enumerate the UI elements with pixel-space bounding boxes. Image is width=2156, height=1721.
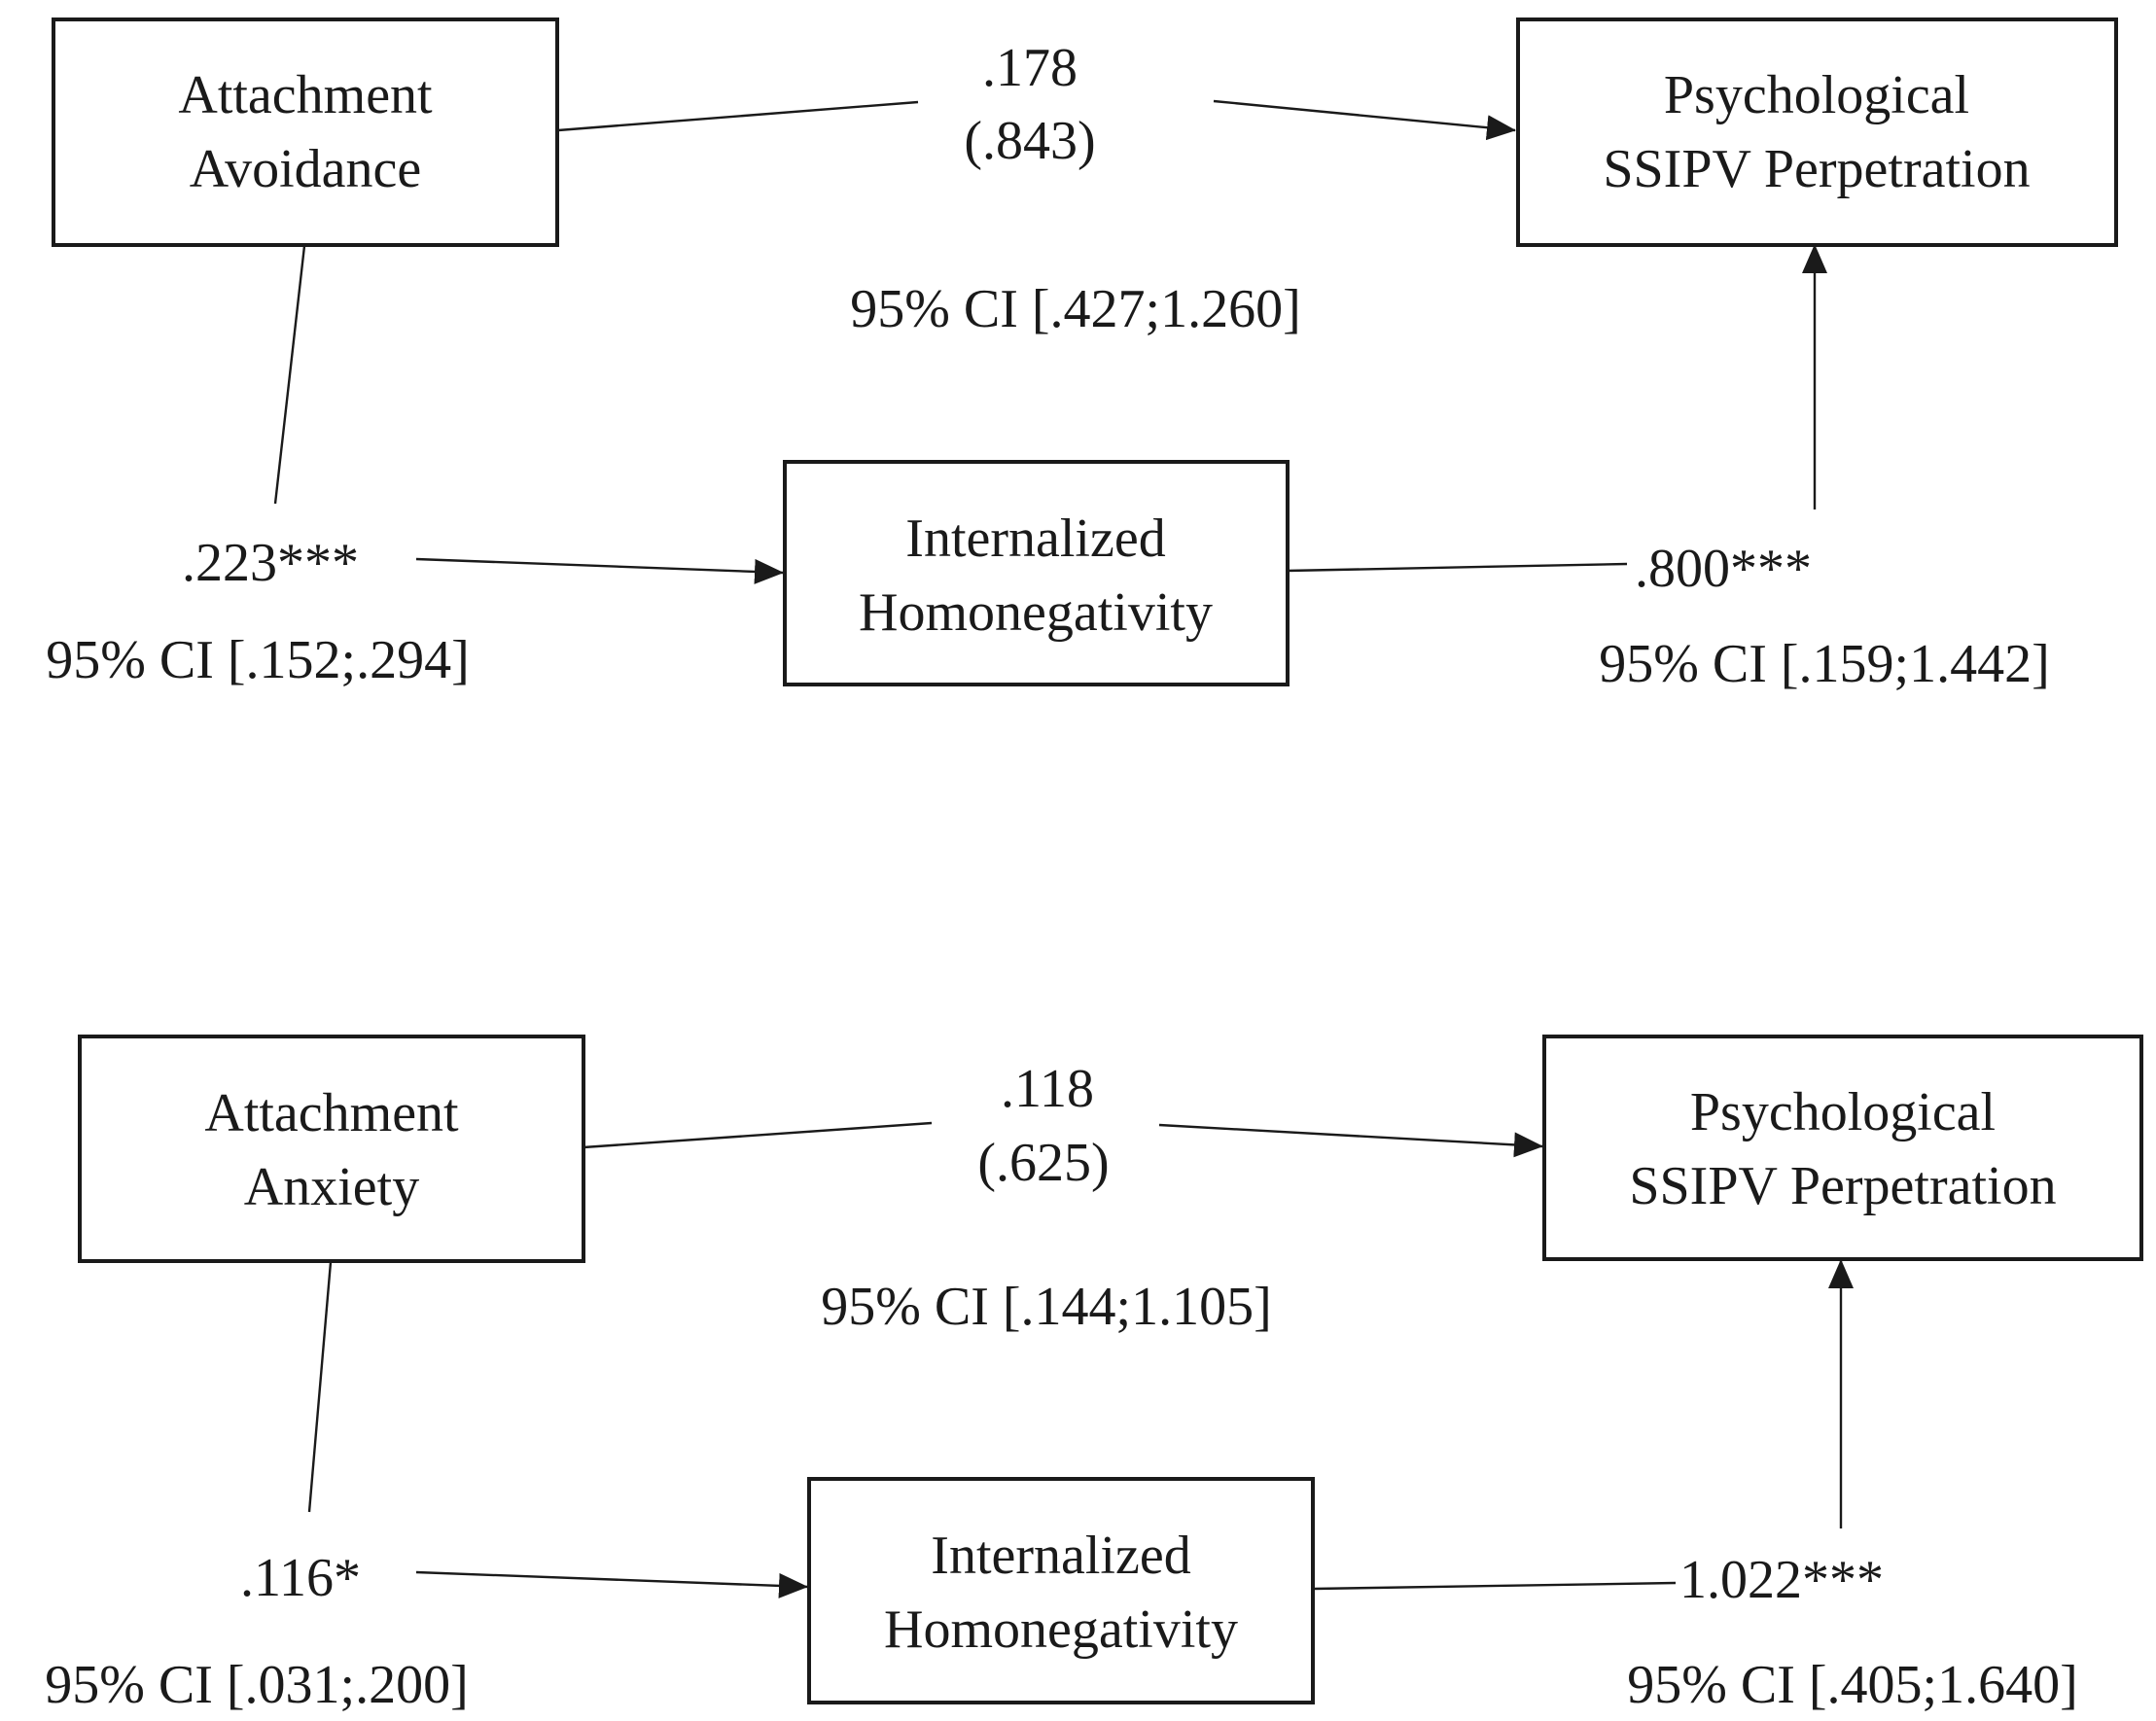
b-path-line [1286,562,1628,573]
direct-path-arrow [1158,1123,1543,1158]
predictor-label-line1: Attachment [178,65,433,125]
predictor-label-line2: Anxiety [244,1157,419,1217]
a-path-coefficient: .223*** [182,533,359,593]
direct-coefficient: .178 [982,38,1078,98]
panel-anxiety: Attachment Anxiety Psychological SSIPV P… [45,1035,2143,1715]
a-path-ci: 95% CI [.152;.294] [46,630,470,690]
mediator-box [783,460,1290,686]
direct-coefficient: .118 [1001,1059,1094,1119]
a-path-coefficient: .116* [240,1548,361,1608]
predictor-box [52,18,559,247]
direct-path-line-left [557,100,919,132]
a-path-line [307,1261,333,1513]
direct-path-arrow [1213,99,1516,141]
a-path-arrow [415,1570,808,1598]
b-path-coefficient: 1.022*** [1679,1550,1884,1610]
total-effect: (.843) [964,111,1095,171]
mediator-label-line1: Internalized [905,509,1165,569]
predictor-box [78,1035,585,1263]
predictor-label-line1: Attachment [204,1083,459,1143]
b-path-ci: 95% CI [.405;1.640] [1627,1655,2078,1715]
direct-ci: 95% CI [.427;1.260] [850,279,1301,339]
panel-avoidance: Attachment Avoidance Psychological SSIPV… [46,18,2118,694]
a-path-line [273,245,306,505]
mediator-label-line2: Homonegativity [859,582,1213,643]
b-path-ci: 95% CI [.159;1.442] [1599,634,2050,694]
b-path-line [1313,1581,1677,1591]
outcome-label-line2: SSIPV Perpetration [1603,139,2030,199]
a-path-ci: 95% CI [.031;.200] [45,1655,469,1715]
mediator-box [807,1477,1315,1704]
mediator-label-line2: Homonegativity [884,1599,1238,1660]
direct-path-line-left [583,1121,933,1149]
predictor-label-line2: Avoidance [190,139,421,199]
outcome-box [1516,18,2118,247]
mediator-label-line1: Internalized [931,1526,1190,1586]
a-path-arrow [415,557,784,584]
outcome-box [1542,1035,2143,1261]
outcome-label-line1: Psychological [1690,1082,1996,1142]
outcome-label-line1: Psychological [1664,65,1969,125]
outcome-label-line2: SSIPV Perpetration [1629,1156,2056,1216]
total-effect: (.625) [977,1133,1109,1193]
b-path-coefficient: .800*** [1635,539,1812,599]
direct-ci: 95% CI [.144;1.105] [821,1277,1272,1337]
